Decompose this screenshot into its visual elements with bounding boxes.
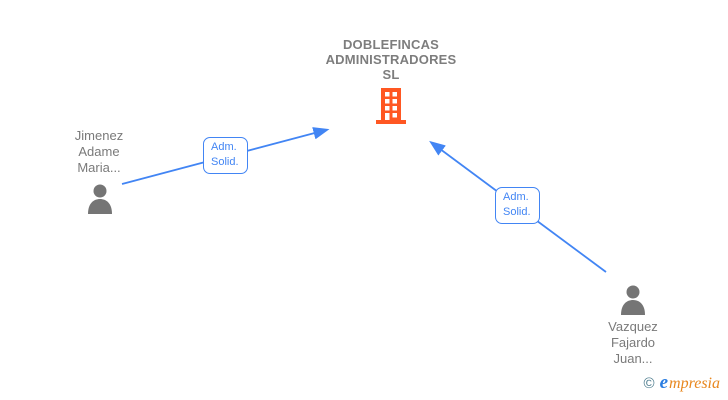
edge-label-line: Adm. [211, 141, 237, 153]
person-node-label[interactable]: Jimenez Adame Maria... [54, 128, 144, 176]
brand-initial: e [659, 372, 669, 393]
company-name-line: ADMINISTRADORES [325, 52, 457, 67]
person-name-line: Adame [78, 144, 120, 159]
person-name-line: Juan... [613, 351, 653, 366]
edge-label: Adm. Solid. [203, 137, 248, 174]
company-node[interactable] [376, 88, 406, 124]
company-node-label[interactable]: DOBLEFINCAS ADMINISTRADORES SL [306, 37, 476, 82]
person-icon [621, 285, 645, 315]
person-name-line: Jimenez [74, 128, 124, 143]
person-node-label[interactable]: Vazquez Fajardo Juan... [588, 319, 678, 367]
edge-label: Adm. Solid. [495, 187, 540, 224]
person-name-line: Maria... [77, 160, 121, 175]
person-node[interactable] [618, 284, 648, 316]
edge-label-line: Solid. [503, 206, 531, 218]
brand-logo[interactable]: © e mpresia [644, 372, 720, 394]
building-icon [376, 88, 406, 124]
person-node[interactable] [85, 183, 115, 215]
copyright-icon: © [643, 375, 655, 392]
edge-label-line: Solid. [211, 156, 239, 168]
brand-text: mpresia [669, 375, 720, 392]
company-name-line: SL [382, 67, 400, 82]
person-name-line: Vazquez [608, 319, 658, 334]
person-icon [88, 184, 112, 214]
edge-label-line: Adm. [503, 191, 529, 203]
company-name-line: DOBLEFINCAS [342, 37, 440, 52]
person-name-line: Fajardo [610, 335, 656, 350]
